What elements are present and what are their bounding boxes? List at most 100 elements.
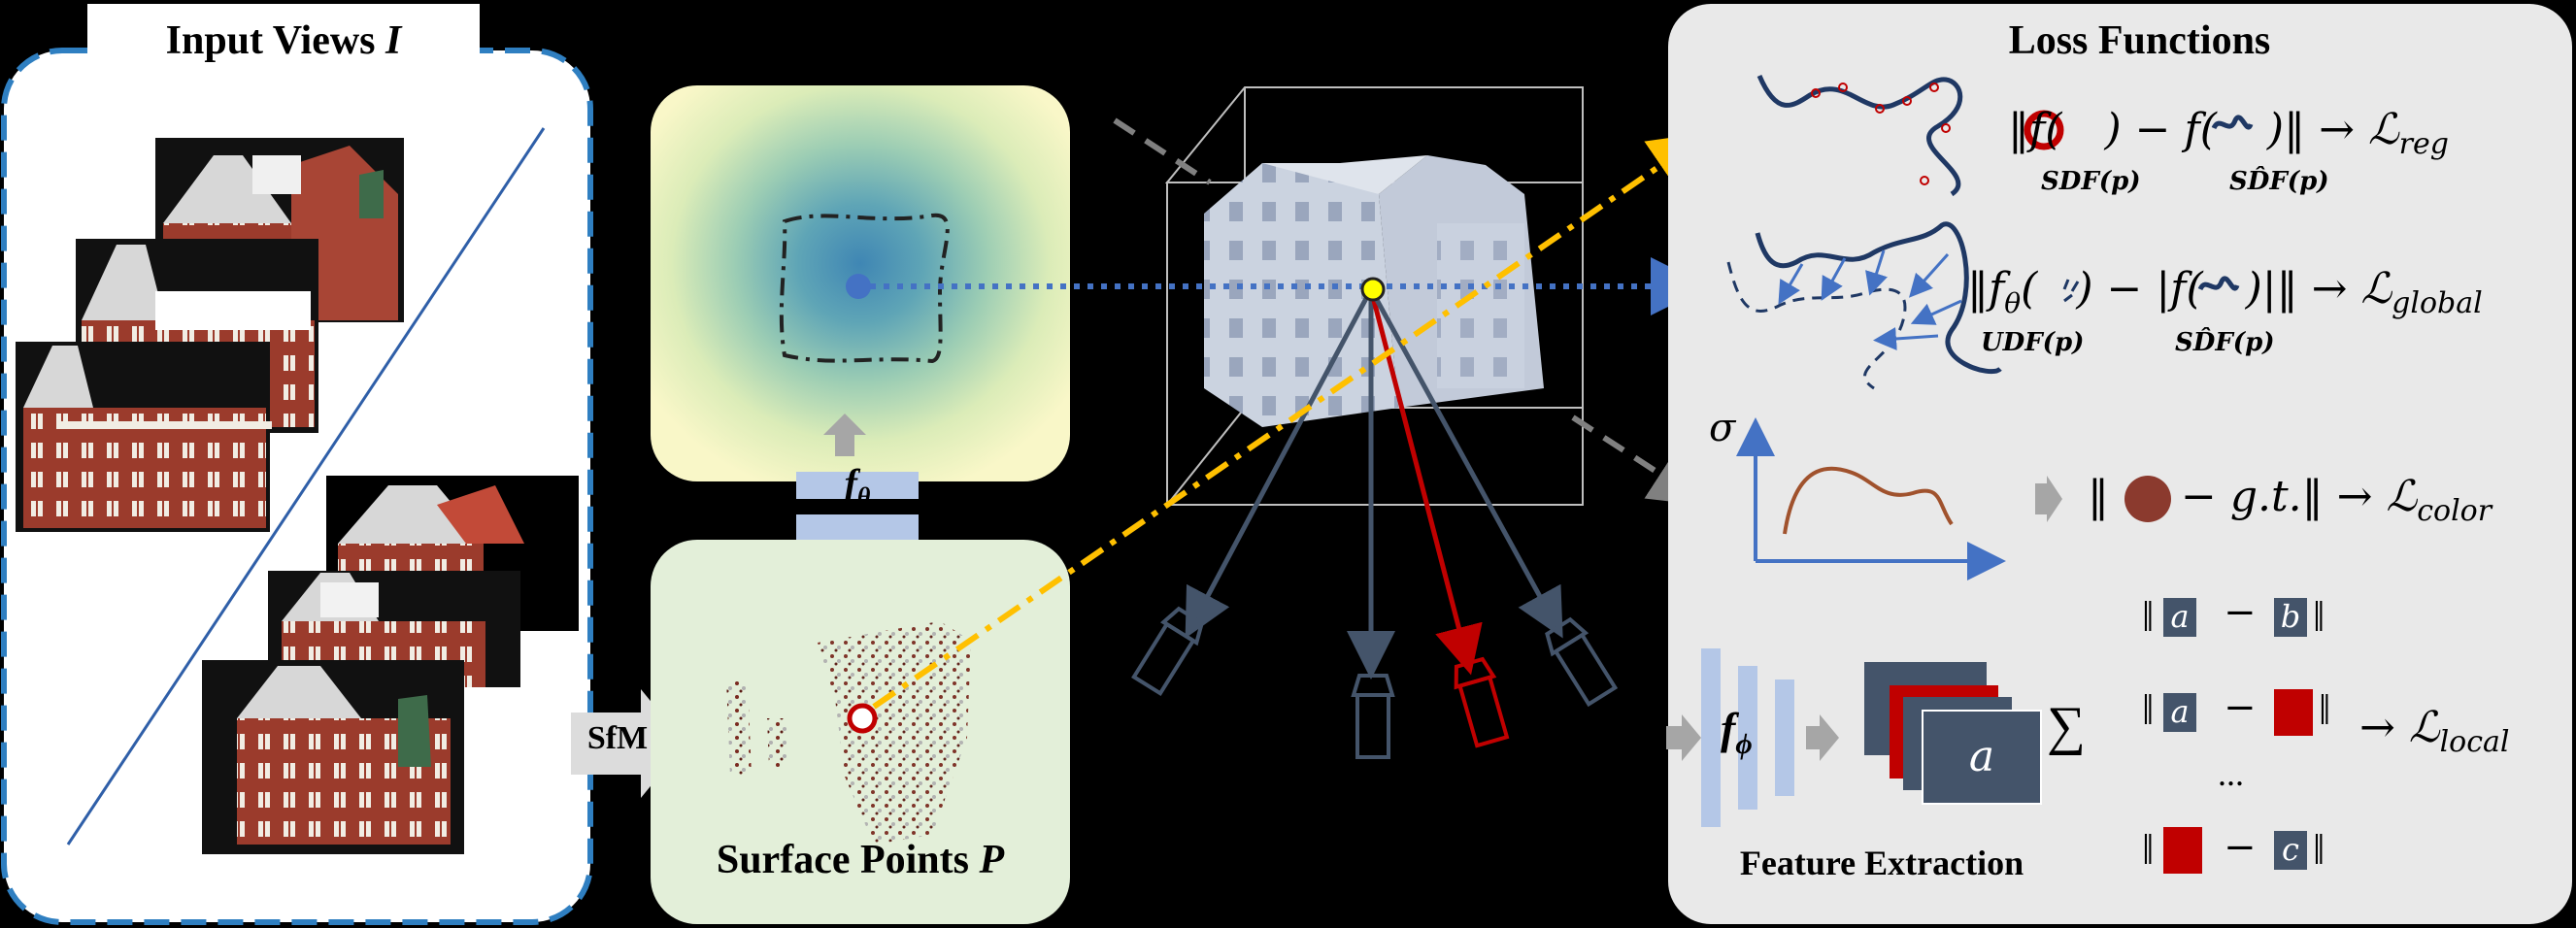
token-a-row1 — [2163, 598, 2196, 637]
local-row2-close: ‖ — [2319, 686, 2331, 734]
point-cloud — [726, 621, 971, 845]
color-norm-open: ‖ — [2088, 472, 2109, 521]
reg-close: )‖ → — [2266, 105, 2368, 154]
reg-f1: f( — [2029, 105, 2062, 154]
global-paren: ( — [2021, 264, 2038, 314]
camera-reference — [1454, 656, 1510, 748]
local-loss-symbol: ℒ — [2408, 703, 2440, 752]
theta-symbol: θ — [856, 482, 871, 511]
local-row1-a: a — [2170, 598, 2190, 635]
local-sum: ∑ — [2047, 696, 2086, 756]
feature-network — [1701, 648, 1794, 827]
local-row2-a: a — [2170, 693, 2190, 730]
local-row1-close: ‖ — [2313, 593, 2325, 641]
local-loss: → ℒlocal — [2359, 703, 2510, 759]
global-label-udf: UDF(p) — [1981, 328, 2085, 357]
token-c-row4 — [2274, 831, 2307, 870]
camera-3 — [1545, 616, 1619, 708]
feature-maps — [1864, 662, 2042, 805]
input-views-title-text: Input Views — [165, 18, 376, 63]
token-red-row2 — [2274, 689, 2313, 736]
feature-extraction-label: Feature Extraction — [1739, 844, 2024, 882]
feature-map-letter: a — [1968, 732, 1995, 781]
reg-norm-open: ‖ — [2008, 105, 2029, 154]
feature-output-arrow — [1806, 714, 1839, 761]
input-image-6 — [202, 660, 464, 854]
color-ball — [2124, 476, 2171, 522]
loss-functions-title: Loss Functions — [2008, 18, 2271, 63]
color-loss: ℒ — [2386, 472, 2418, 521]
sigma-label: σ — [1709, 406, 1736, 450]
input-views-title: Input Views I — [87, 17, 480, 64]
phi-symbol: ϕ — [1735, 728, 1753, 761]
input-views-symbol: I — [385, 18, 402, 63]
reconstructed-building-mesh — [1204, 155, 1544, 427]
global-loss: ℒ — [2360, 264, 2392, 314]
input-image-3 — [16, 342, 272, 532]
reg-formula: ‖f( ) − f( )‖ → ℒreg — [2008, 105, 2449, 161]
udf-curve-icon — [2062, 279, 2080, 303]
color-grey-arrow — [2035, 476, 2062, 522]
local-row4-c: c — [2282, 831, 2299, 868]
local-sub: local — [2439, 724, 2510, 759]
camera-2 — [1351, 674, 1395, 759]
yellow-dashdot-arrow — [872, 132, 1709, 710]
token-a-row2 — [2163, 693, 2196, 732]
global-mid: ) − |f( — [2076, 264, 2203, 314]
local-row4-close: ‖ — [2313, 826, 2325, 874]
f-phi-label: fϕ — [1721, 703, 1753, 761]
grey-dashed-line-top — [1113, 117, 1212, 185]
f-symbol: f — [844, 461, 857, 505]
sfm-label: SfM — [586, 720, 649, 756]
reg-sub: reg — [2398, 126, 2449, 161]
global-sub: global — [2392, 285, 2483, 320]
color-formula: ‖ − g.t.‖ → ℒcolor — [2088, 472, 2492, 528]
global-close: )|‖ → — [2245, 264, 2361, 314]
global-left: ‖f — [1967, 264, 2005, 314]
reg-curve-illustration — [1756, 75, 1963, 197]
local-dots: ... — [2218, 754, 2244, 793]
color-rest: − g.t.‖ → — [2167, 472, 2387, 521]
surface-points-title-text: Surface Points — [716, 838, 969, 882]
local-row2-minus: − — [2224, 685, 2257, 730]
global-curve-illustration — [1726, 221, 2002, 390]
curve-icon-reg — [2211, 115, 2254, 130]
cube-query-point — [1360, 277, 1386, 302]
reg-loss: ℒ — [2367, 105, 2399, 154]
global-theta: θ — [2004, 286, 2022, 319]
local-row4-minus: − — [2224, 825, 2257, 870]
f-theta-label: fθ — [796, 460, 919, 512]
token-red-row4 — [2163, 827, 2202, 874]
density-plot — [1736, 417, 2006, 580]
surface-points-title: Surface Points P — [651, 837, 1070, 883]
feature-input-arrow — [1666, 714, 1701, 761]
local-row1-minus: − — [2224, 590, 2257, 635]
global-formula: ‖fθ( ) − |f( )|‖ → ℒglobal — [1967, 264, 2483, 320]
local-row2-open: ‖ — [2142, 686, 2155, 734]
camera-ray-3 — [1368, 287, 1563, 639]
network-layer-bottom — [796, 514, 919, 542]
sdf-zero-level-contour — [779, 213, 950, 364]
sdf-point-icon — [2024, 110, 2064, 150]
local-arrow: → — [2359, 703, 2409, 752]
input-views-title-bg — [87, 4, 480, 87]
local-row4-open: ‖ — [2142, 826, 2155, 874]
color-sub: color — [2417, 493, 2492, 528]
camera-1 — [1131, 606, 1205, 697]
network-up-arrow-top — [823, 414, 866, 456]
sdf-query-point — [846, 274, 871, 299]
camera-ray-1 — [1185, 287, 1374, 639]
surface-point-marker — [847, 703, 878, 734]
divider-line — [66, 127, 546, 845]
surface-points-symbol: P — [979, 838, 1005, 882]
global-label-sdf-hat: SD̂F(p) — [2175, 328, 2275, 357]
local-row1-b: b — [2280, 598, 2301, 635]
reg-label-sdf: SDF(p) — [2041, 167, 2141, 196]
network-layer-top — [796, 472, 919, 499]
token-b-row1 — [2274, 598, 2307, 637]
local-row1-open: ‖ — [2142, 593, 2155, 641]
reg-label-sdf-hat: SD̂F(p) — [2229, 167, 2329, 196]
reg-mid: ) − f( — [2104, 105, 2217, 154]
